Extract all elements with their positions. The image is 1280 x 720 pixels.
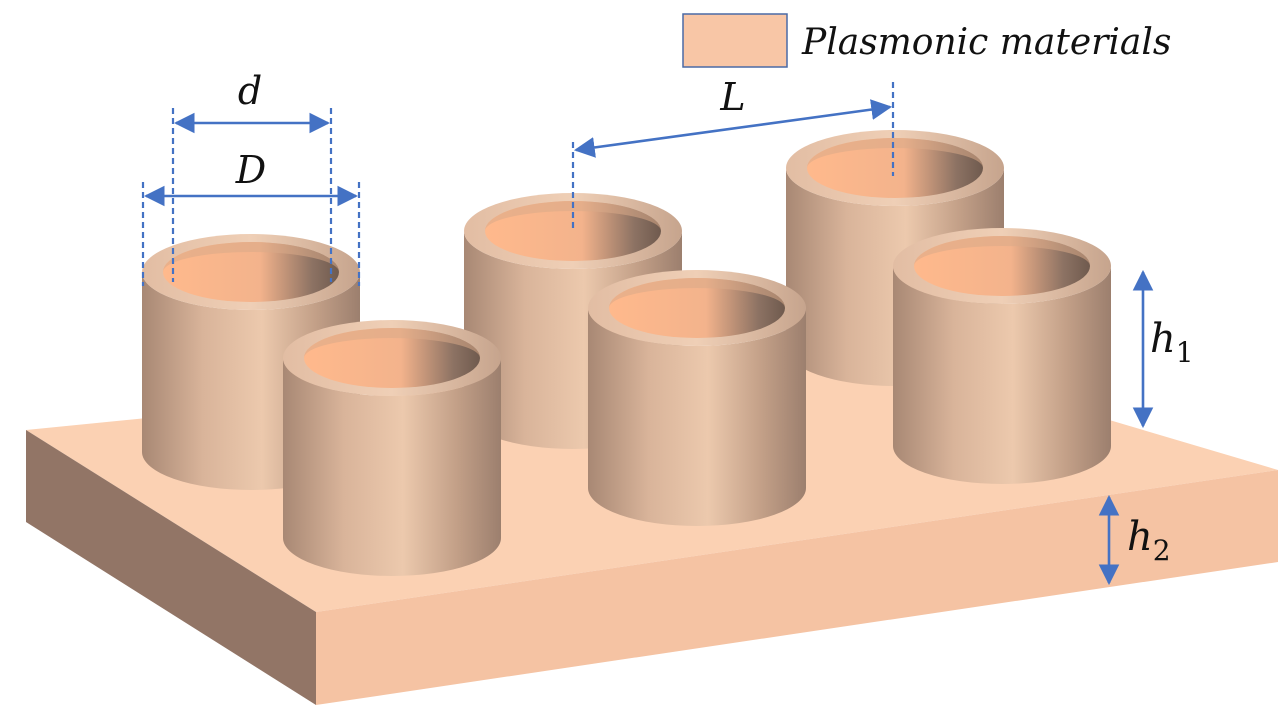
nanoring-front-left <box>283 320 501 576</box>
legend: Plasmonic materials <box>682 13 1171 68</box>
dimension-d: d <box>171 69 333 282</box>
nanoring-middle <box>588 270 806 526</box>
nanoring-right <box>893 228 1111 484</box>
inner-diameter-label: d <box>238 69 262 113</box>
substrate-front-face <box>316 470 1278 705</box>
cylinder-height-label: h <box>1150 316 1176 362</box>
dimension-D: D <box>141 148 361 286</box>
dimension-h2: h2 <box>1098 494 1171 586</box>
outer-diameter-label: D <box>235 148 266 192</box>
legend-label: Plasmonic materials <box>801 22 1171 63</box>
period-label: L <box>719 75 745 119</box>
substrate-left-face <box>26 430 316 705</box>
substrate-height-subscript: 2 <box>1153 534 1171 567</box>
legend-swatch <box>682 13 788 68</box>
svg-text:h1: h1 <box>1150 316 1194 369</box>
svg-text:h2: h2 <box>1127 514 1171 567</box>
dimension-h1: h1 <box>1132 269 1194 429</box>
cylinder-height-subscript: 1 <box>1176 336 1194 369</box>
substrate-height-label: h <box>1127 514 1153 560</box>
dimension-L: L <box>571 75 895 232</box>
